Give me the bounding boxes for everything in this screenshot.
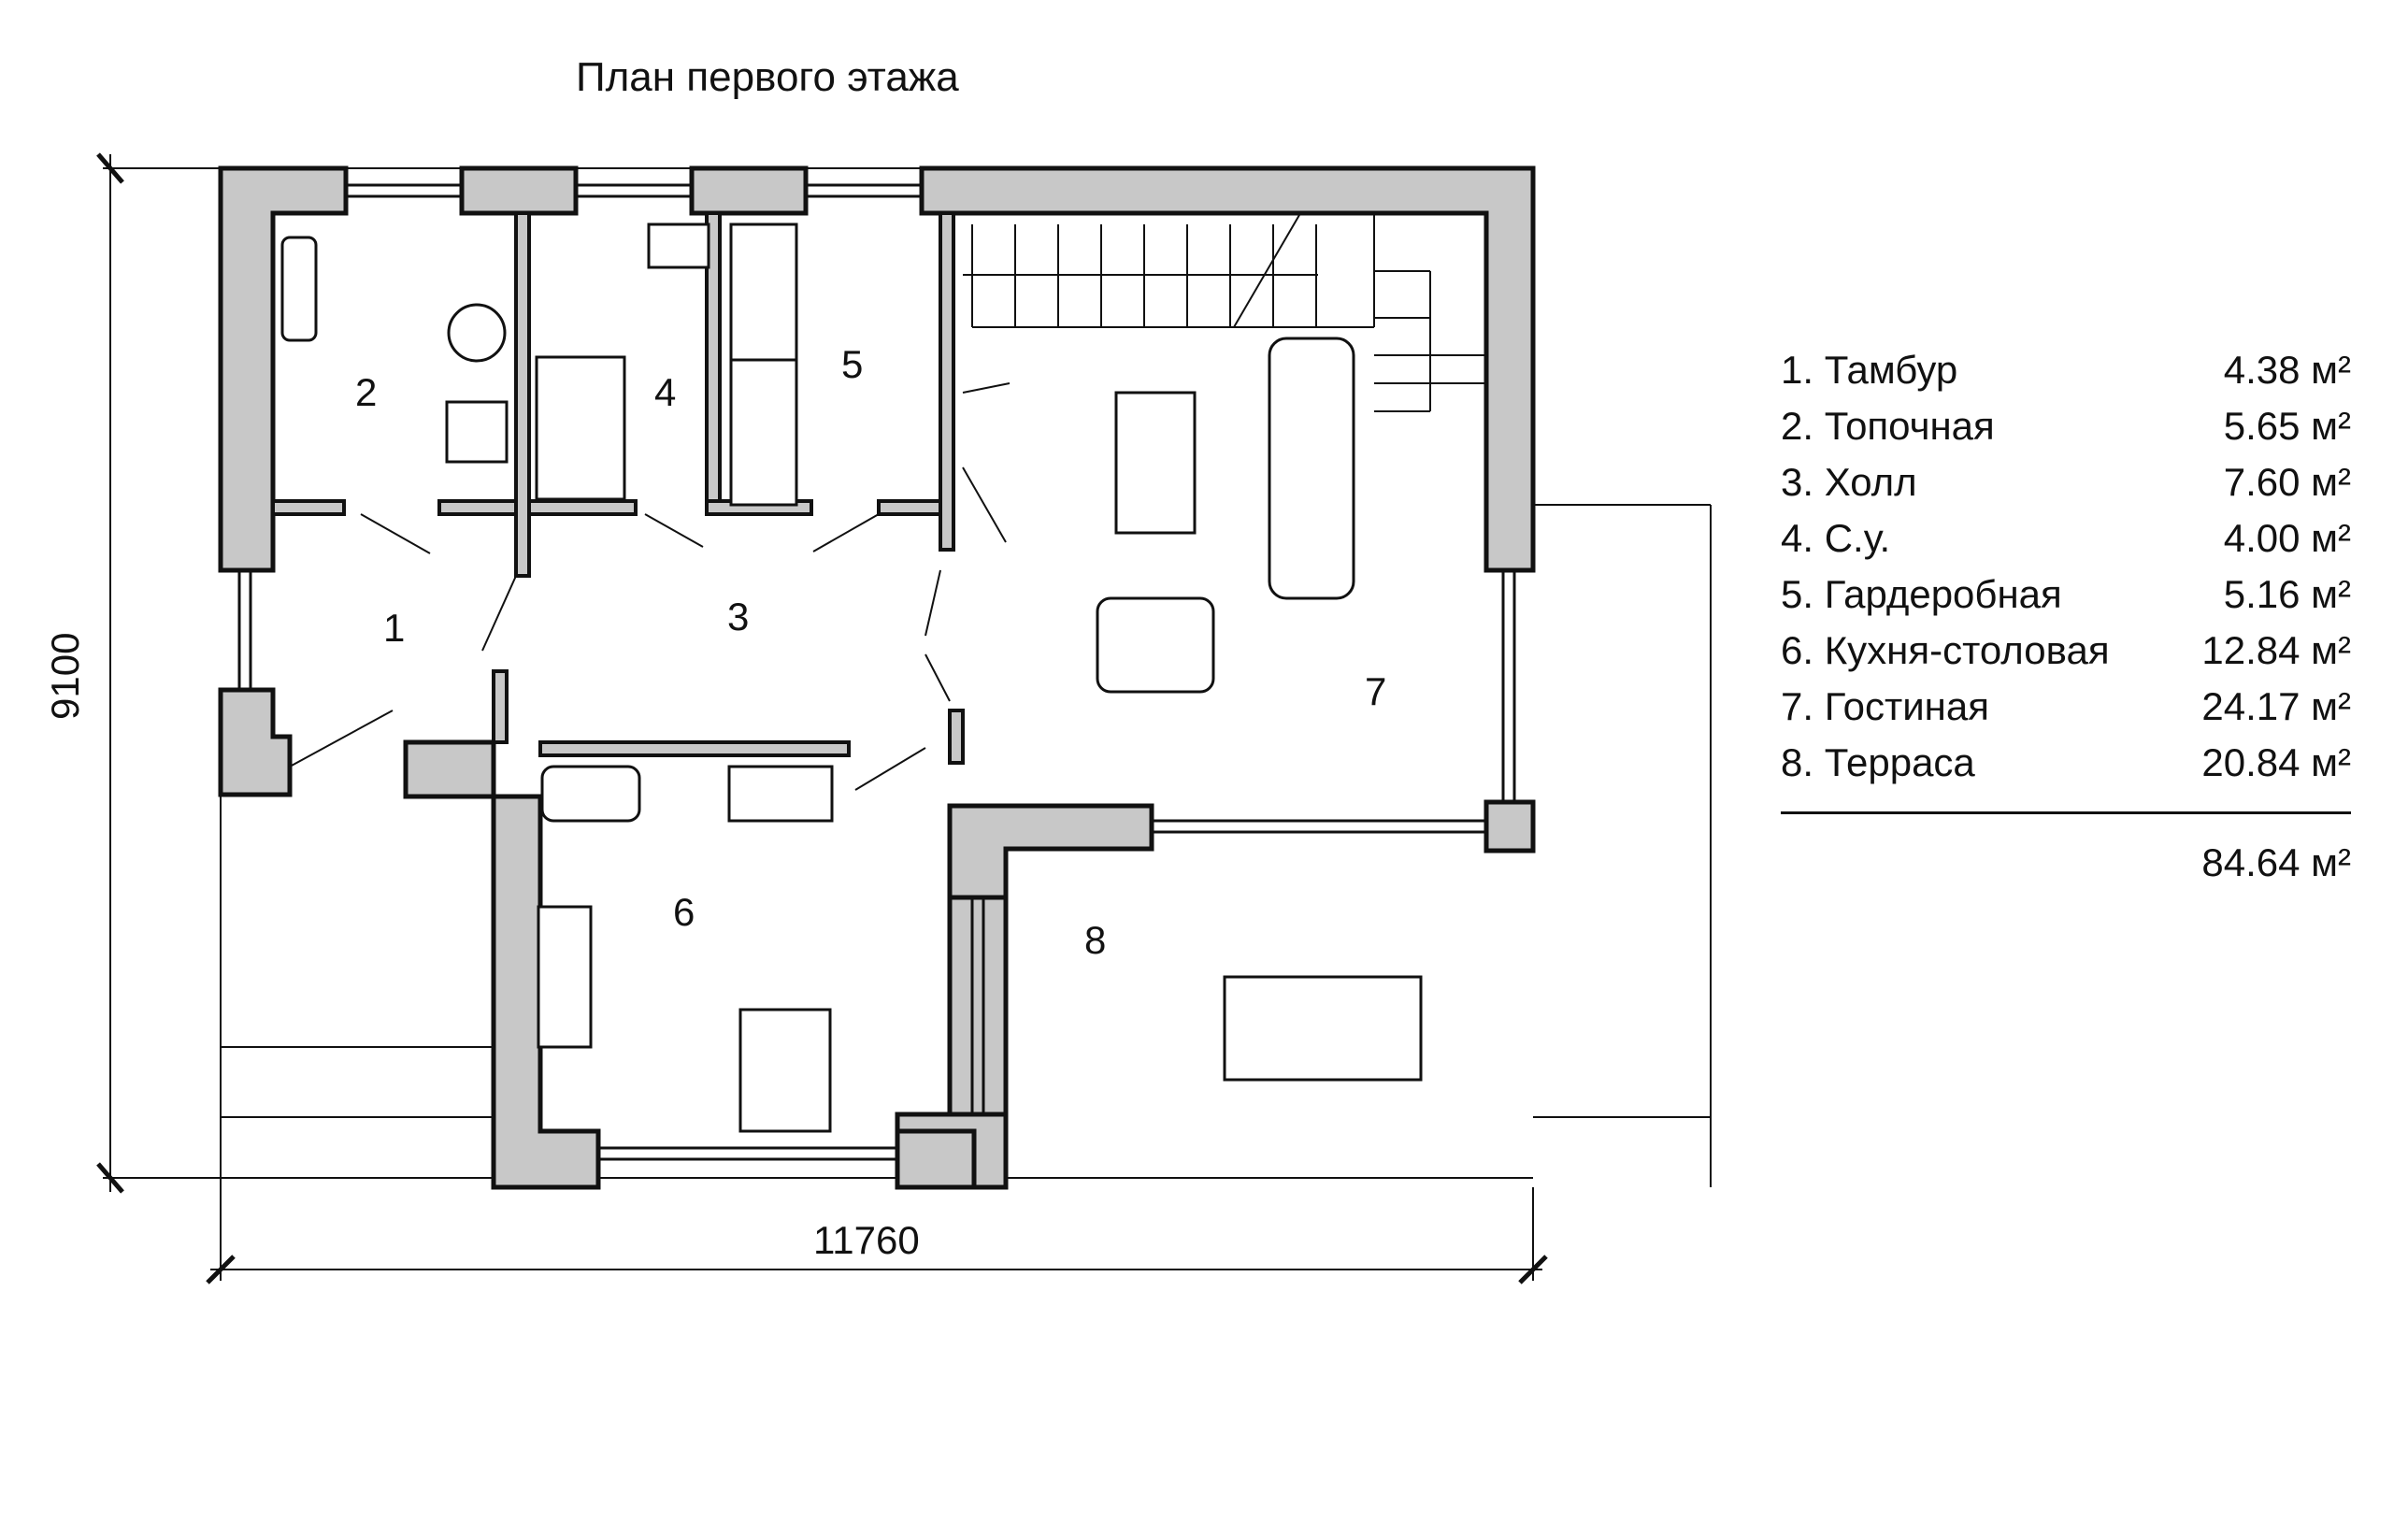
legend-row: 5. Гардеробная 5.16 м²: [1781, 567, 2351, 623]
legend-row: 4. С.у. 4.00 м²: [1781, 510, 2351, 567]
legend-room-label: 7. Гостиная: [1781, 684, 1989, 728]
legend-row: 2. Топочная 5.65 м²: [1781, 398, 2351, 454]
legend-room-label: 6. Кухня-столовая: [1781, 628, 2110, 672]
legend-room-area: 7.60 м²: [2223, 460, 2351, 504]
legend-room-area: 12.84 м²: [2201, 628, 2351, 672]
legend-room-label: 5. Гардеробная: [1781, 572, 2062, 616]
room-number-5: 5: [841, 342, 864, 386]
windows: [237, 183, 1516, 1161]
legend-row: 8. Терраса 20.84 м²: [1781, 735, 2351, 791]
legend-room-area: 20.84 м²: [2201, 740, 2351, 784]
legend-room-area: 5.65 м²: [2223, 404, 2351, 448]
legend-row: 7. Гостиная 24.17 м²: [1781, 679, 2351, 735]
legend-room-area: 24.17 м²: [2201, 684, 2351, 728]
room-area-legend: 1. Тамбур 4.38 м² 2. Топочная 5.65 м² 3.…: [1781, 342, 2351, 885]
walls: [218, 165, 1536, 1190]
plan-title: План первого этажа: [576, 54, 959, 100]
legend-room-area: 5.16 м²: [2223, 572, 2351, 616]
room-number-2: 2: [355, 370, 378, 414]
legend-row: 6. Кухня-столовая 12.84 м²: [1781, 623, 2351, 679]
legend-row: 3. Холл 7.60 м²: [1781, 454, 2351, 510]
legend-room-label: 4. С.у.: [1781, 516, 1891, 560]
dimension-ticks: [96, 152, 1548, 1284]
staircase: [963, 213, 1486, 412]
legend-room-label: 3. Холл: [1781, 460, 1917, 504]
wardrobe-shelves: [729, 222, 798, 507]
legend-total-area: 84.64 м²: [2201, 840, 2351, 884]
room-number-8: 8: [1084, 918, 1107, 962]
legend-divider: [1781, 811, 2351, 814]
partitions: [271, 211, 965, 765]
room-number-1: 1: [383, 606, 406, 650]
legend-room-area: 4.38 м²: [2223, 348, 2351, 392]
legend-room-label: 1. Тамбур: [1781, 348, 1958, 392]
room-number-6: 6: [673, 890, 695, 934]
width-dimension-label: 11760: [813, 1218, 920, 1262]
furniture: [280, 222, 1423, 1133]
room-number-7: 7: [1365, 669, 1387, 713]
terrace-outline: [220, 504, 1712, 1187]
height-dimension-label: 9100: [43, 632, 87, 720]
legend-room-label: 8. Терраса: [1781, 740, 1975, 784]
room-number-4: 4: [654, 370, 677, 414]
legend-room-label: 2. Топочная: [1781, 404, 1995, 448]
doors: [289, 382, 1010, 791]
room-number-3: 3: [727, 595, 750, 638]
legend-room-area: 4.00 м²: [2223, 516, 2351, 560]
legend-row: 1. Тамбур 4.38 м²: [1781, 342, 2351, 398]
